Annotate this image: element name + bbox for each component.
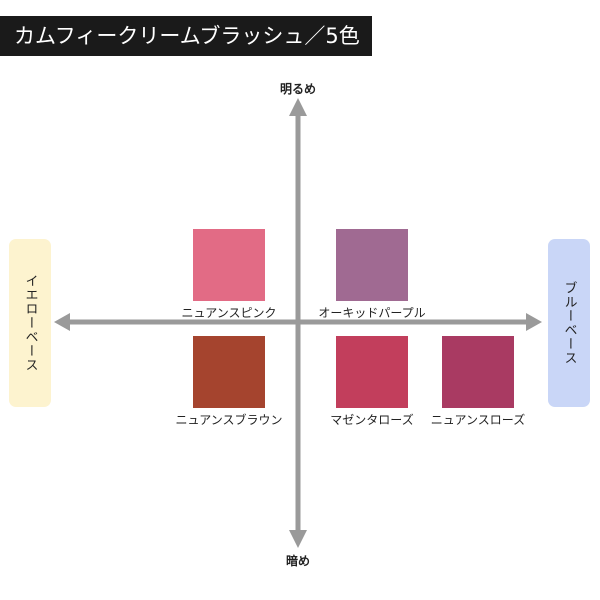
swatch-nuance-rose (442, 336, 514, 408)
arrow-up-icon (289, 98, 307, 116)
blue-base-label: ブルーベース (561, 281, 577, 365)
axis-label-dark: 暗め (285, 554, 310, 568)
arrow-down-icon (289, 530, 307, 548)
swatch-label-nuance-brown: ニュアンスブラウン (175, 413, 283, 427)
blue-base-box: ブルーベース (548, 239, 590, 407)
swatch-magenta-rose (336, 336, 408, 408)
swatch-label-magenta-rose: マゼンタローズ (330, 413, 414, 427)
swatch-label-nuance-pink: ニュアンスピンク (181, 306, 277, 320)
swatch-orchid-purple (336, 229, 408, 301)
swatch-label-orchid-purple: オーキッドパープル (318, 306, 426, 320)
yellow-base-label: イエローベース (22, 274, 38, 372)
swatch-label-nuance-rose: ニュアンスローズ (430, 413, 526, 427)
page-title: カムフィークリームブラッシュ／5色 (0, 16, 372, 56)
arrow-right-icon (526, 313, 542, 331)
arrow-left-icon (54, 313, 70, 331)
axis-label-bright: 明るめ (279, 82, 316, 96)
swatch-nuance-brown (193, 336, 265, 408)
horizontal-axis (54, 313, 542, 331)
swatch-nuance-pink (193, 229, 265, 301)
yellow-base-box: イエローベース (9, 239, 51, 407)
